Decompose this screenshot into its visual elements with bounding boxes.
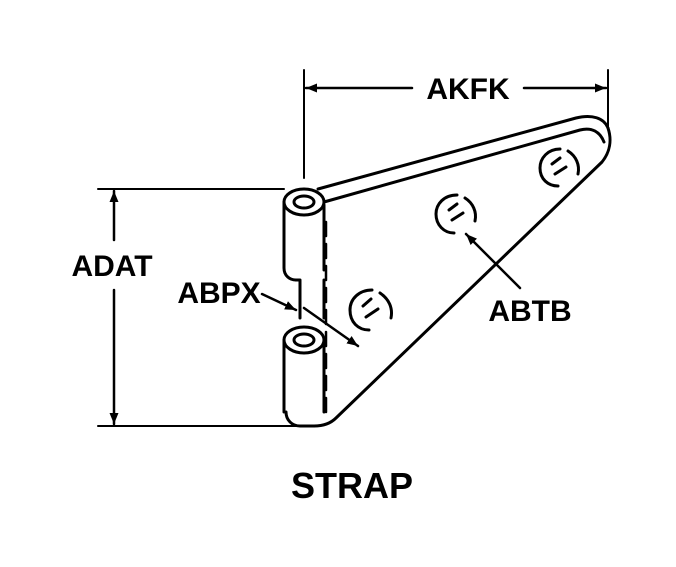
width-label: AKFK [426, 73, 510, 106]
height-label: ADAT [71, 250, 152, 283]
strap-plate [284, 114, 612, 428]
lower-knuckle-body [282, 338, 326, 414]
hinge-gap [294, 278, 326, 320]
upper-knuckle-body [282, 200, 326, 282]
hinge-gap-callout: ABPX [177, 277, 360, 348]
hole-middle [434, 193, 477, 235]
diagram-title: STRAP [291, 465, 413, 506]
countersunk-holes [348, 147, 580, 332]
hole-lower [348, 288, 393, 332]
hinge-gap-leader-upper [260, 292, 298, 312]
upper-knuckle-top [282, 187, 326, 217]
plate-top-thickness [322, 127, 606, 204]
hole-label: ABTB [488, 295, 571, 328]
lower-knuckle-hole [292, 332, 316, 348]
lower-knuckle-top [282, 325, 326, 355]
height-dimension: ADAT [71, 188, 301, 427]
plate-bottom-edge [284, 410, 316, 428]
hinge-gap-leader-lower [302, 306, 360, 348]
hinge-gap-label: ABPX [177, 277, 260, 310]
hole-top-right [538, 147, 580, 188]
hinge-knuckles [282, 187, 328, 418]
hole-callout: ABTB [464, 232, 572, 328]
width-dimension: AKFK [303, 69, 609, 179]
upper-knuckle-hole [292, 194, 316, 210]
plate-top-edge [316, 114, 610, 191]
hole-leader [464, 232, 522, 290]
plate-diagonal-edge [312, 126, 612, 428]
